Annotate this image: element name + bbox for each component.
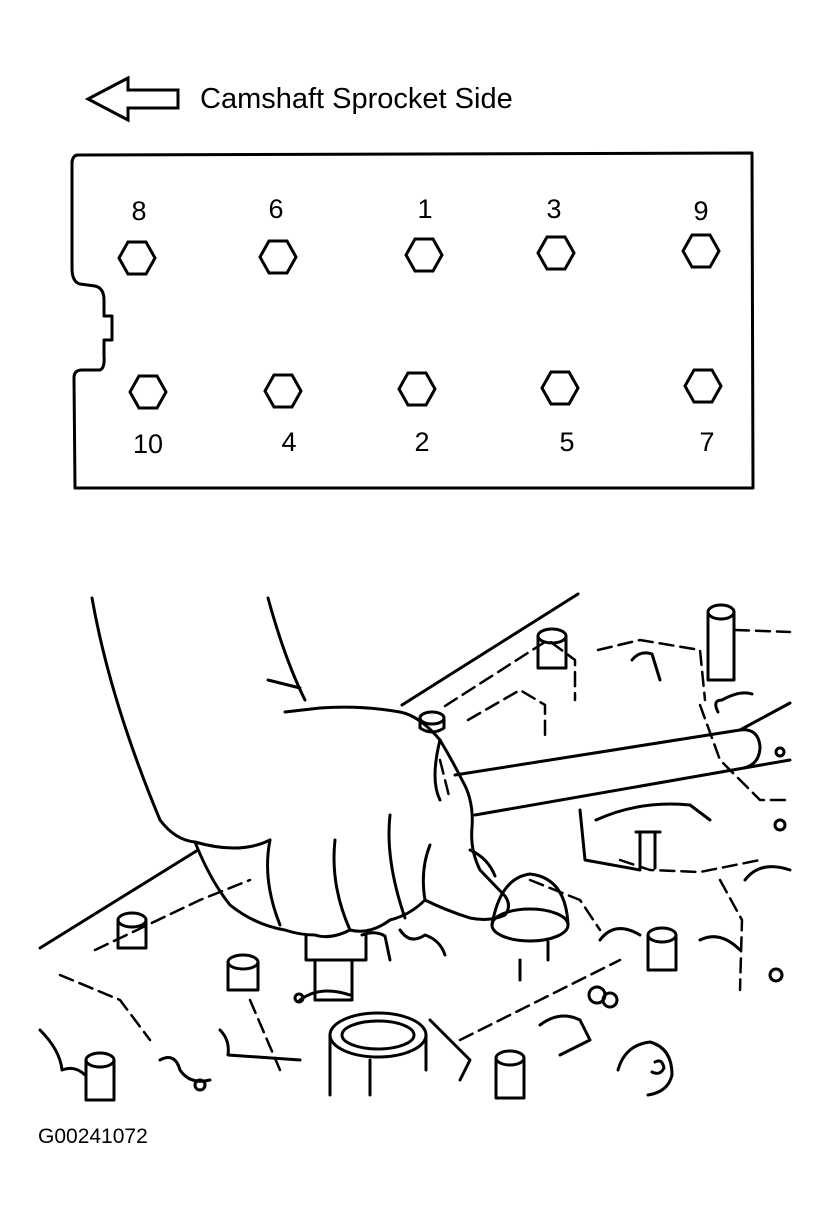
bolt-number-bottom-2: 4 [281, 427, 296, 457]
bolt-hex-icon [404, 237, 444, 273]
engine-block-edge [400, 592, 580, 707]
engine-block-edge [38, 848, 200, 950]
bolt-number-bottom-1: 10 [133, 429, 163, 459]
bolt-hex-icon [128, 374, 168, 410]
bolt-number-bottom-3: 2 [414, 427, 429, 457]
figure-id: G00241072 [38, 1125, 148, 1148]
bolt-hex-icon [681, 233, 721, 269]
wrench-illustration [38, 592, 792, 1102]
top-row-bolts [117, 233, 721, 276]
bolt-hex-icon [258, 239, 298, 275]
hand-outline [90, 596, 510, 939]
left-arrow-icon [84, 75, 180, 123]
bolt-hex-icon [536, 235, 576, 271]
bolt-number-top-1: 8 [131, 196, 146, 226]
bolt-number-top-2: 6 [268, 194, 283, 224]
wrench-handle [453, 728, 762, 817]
bottom-row-bolts [128, 368, 723, 410]
bolt-number-bottom-4: 5 [559, 427, 574, 457]
bolt-hex-icon [397, 371, 437, 407]
bolt-hex-icon [263, 373, 303, 409]
bolt-hex-icon [540, 370, 580, 406]
bolt-number-top-4: 3 [546, 194, 561, 224]
bolt-number-top-3: 1 [417, 194, 432, 224]
bolt-hex-icon [683, 368, 723, 404]
camshaft-sprocket-side-caption: Camshaft Sprocket Side [200, 83, 513, 115]
cylinder-head-outline [70, 151, 755, 490]
bolt-hex-icon [117, 240, 157, 276]
bolt-number-top-5: 9 [693, 196, 708, 226]
socket-extension [304, 933, 368, 1002]
engine-block-edge [266, 678, 302, 690]
bolt-number-bottom-5: 7 [699, 427, 714, 457]
